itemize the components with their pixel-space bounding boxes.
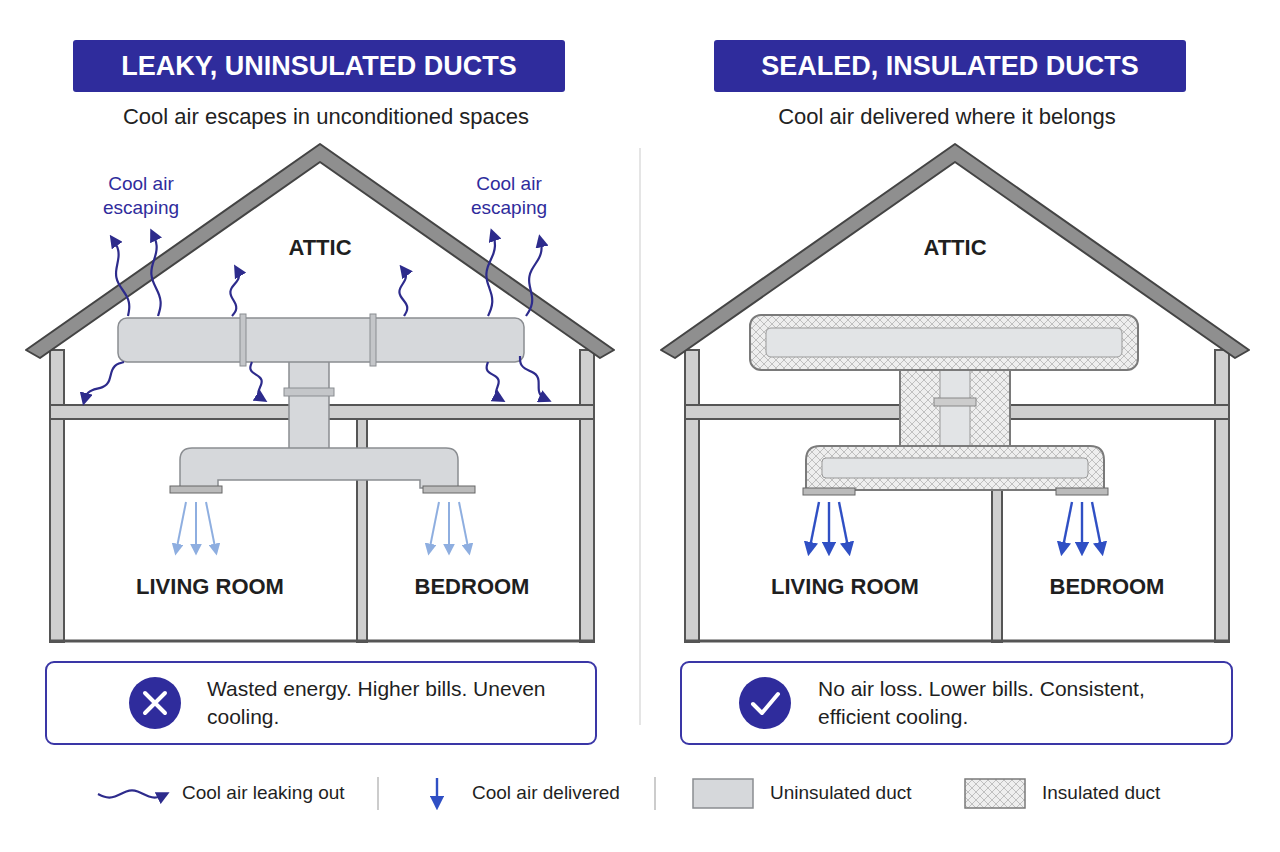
duct-collar (934, 398, 976, 406)
result-text: Wasted energy. Higher bills. Uneven cool… (207, 675, 552, 730)
leak-arrow (399, 268, 407, 316)
delivered-arrow (448, 502, 450, 552)
wall (580, 350, 594, 642)
legend-text: Insulated duct (1042, 782, 1160, 804)
leak-arrow (112, 238, 129, 316)
duct (180, 448, 458, 488)
duct-collar (284, 388, 334, 396)
duct (822, 458, 1088, 478)
attic-area: ATTIC (260, 230, 380, 266)
legend-hatch-sample (965, 779, 1025, 808)
floor (685, 640, 1229, 643)
delivered-arrow (839, 502, 849, 552)
leak-arrow (487, 362, 502, 400)
area-name: BEDROOM (1050, 574, 1165, 600)
delivered-arrow (429, 502, 439, 552)
floor (50, 640, 594, 643)
delivered-arrow (809, 502, 819, 552)
title-banner: LEAKY, UNINSULATED DUCTS (73, 40, 565, 92)
result-box: Wasted energy. Higher bills. Uneven cool… (45, 661, 597, 745)
check-icon (753, 694, 778, 713)
leak-arrow (526, 238, 542, 316)
room-area: BEDROOM (392, 568, 552, 606)
area-name: LIVING ROOM (136, 574, 284, 600)
register (1056, 488, 1108, 495)
delivered-arrow (206, 502, 216, 552)
duct (118, 318, 524, 362)
room-area: LIVING ROOM (110, 568, 310, 606)
area-name: LIVING ROOM (771, 574, 919, 600)
cross-icon (129, 677, 181, 729)
result-box: No air loss. Lower bills. Consistent, ef… (680, 661, 1233, 745)
duct-joint (370, 314, 376, 366)
leak-note: Cool air escaping (453, 172, 565, 220)
delivered-arrow (459, 502, 469, 552)
attic-area: ATTIC (895, 230, 1015, 266)
leak-arrow (486, 232, 495, 316)
area-name: BEDROOM (415, 574, 530, 600)
delivered-arrow (1092, 502, 1102, 552)
house (26, 144, 614, 642)
duct-insulation (750, 315, 1138, 370)
banner-title: SEALED, INSULATED DUCTS (761, 51, 1139, 82)
duct-joint (240, 314, 246, 366)
duct (766, 328, 1122, 357)
duct-insulation (806, 446, 1104, 492)
banner-title: LEAKY, UNINSULATED DUCTS (121, 51, 517, 82)
leak-arrow (230, 268, 239, 316)
register (423, 486, 475, 493)
duct (289, 358, 329, 452)
legend-separator (654, 777, 656, 810)
legend-text: Cool air leaking out (182, 782, 345, 804)
legend-separator (377, 777, 379, 810)
room-area: LIVING ROOM (745, 568, 945, 606)
duct (940, 366, 970, 452)
uninsulated-duct (118, 314, 524, 493)
duct-insulation (900, 366, 1010, 452)
legend-samples (98, 778, 1025, 808)
register (803, 488, 855, 495)
legend-leak-arrow (98, 790, 166, 797)
result-text: No air loss. Lower bills. Consistent, ef… (818, 675, 1163, 730)
leak-note: Cool air escaping (85, 172, 197, 220)
subtitle: Cool air escapes in unconditioned spaces (123, 104, 529, 130)
check-icon (739, 677, 791, 729)
leak-arrow (151, 232, 160, 316)
wall (1215, 350, 1229, 642)
panel-divider (639, 148, 641, 725)
leak-arrows (84, 232, 548, 402)
title-banner: SEALED, INSULATED DUCTS (714, 40, 1186, 92)
wall (50, 350, 64, 642)
house (661, 144, 1249, 642)
legend-swatch (693, 779, 753, 808)
area-name: ATTIC (288, 235, 351, 261)
leak-arrow (250, 362, 264, 400)
legend-text: Cool air delivered (472, 782, 620, 804)
subtitle: Cool air delivered where it belongs (778, 104, 1116, 130)
insulated-duct (750, 315, 1138, 495)
cross-icon (145, 693, 165, 713)
leak-arrow (520, 356, 548, 400)
legend-delivered-arrow (436, 778, 438, 806)
register (170, 486, 222, 493)
delivered-arrow (828, 502, 830, 552)
delivered-arrow (176, 502, 186, 552)
legend-text: Uninsulated duct (770, 782, 912, 804)
room-area: BEDROOM (1027, 568, 1187, 606)
leak-arrow (84, 362, 124, 402)
area-name: ATTIC (923, 235, 986, 261)
delivered-arrow (1062, 502, 1072, 552)
wall (685, 350, 699, 642)
delivered-arrow (195, 502, 197, 552)
delivered-arrow (1081, 502, 1083, 552)
